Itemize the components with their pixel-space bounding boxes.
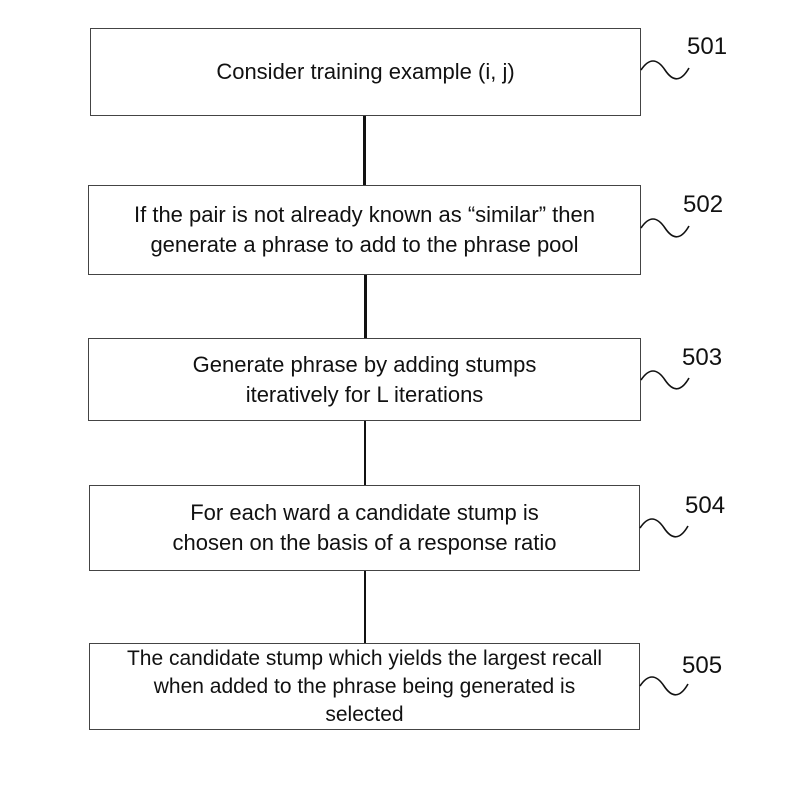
step-text-line: Generate phrase by adding stumps (192, 351, 537, 377)
step-text-line: generate a phrase to add to the phrase p… (150, 232, 579, 257)
step-text-501: Consider training example (i, j) (216, 57, 514, 87)
step-text-502: If the pair is not already known as “sim… (134, 200, 595, 260)
reference-leader-504 (639, 518, 689, 538)
connector-502-503 (364, 275, 367, 338)
reference-leader-502 (640, 218, 690, 238)
step-box-502: If the pair is not already known as “sim… (88, 185, 641, 275)
step-text-503: Generate phrase by adding stumps iterati… (193, 350, 537, 410)
step-text-line: selected (325, 702, 404, 726)
reference-leader-501 (640, 60, 690, 80)
step-text-line: For each ward a candidate stump is (190, 500, 539, 525)
step-text-504: For each ward a candidate stump is chose… (172, 498, 556, 558)
step-box-501: Consider training example (i, j) (90, 28, 641, 116)
step-box-505: The candidate stump which yields the lar… (89, 643, 640, 730)
reference-label-504: 504 (685, 492, 726, 519)
step-text-line: chosen on the basis of a response ratio (172, 530, 557, 555)
reference-label-502: 502 (683, 191, 724, 218)
connector-501-502 (363, 116, 366, 185)
step-text-line: iteratively for L iterations (245, 381, 484, 407)
step-box-503: Generate phrase by adding stumps iterati… (88, 338, 641, 421)
step-text-line: If the pair is not already known as “sim… (134, 202, 595, 227)
step-text-line: The candidate stump which yields the lar… (126, 646, 603, 670)
connector-504-505 (364, 571, 366, 643)
reference-label-501: 501 (687, 33, 728, 60)
step-text-505: The candidate stump which yields the lar… (127, 645, 602, 729)
reference-leader-505 (639, 676, 689, 696)
step-box-504: For each ward a candidate stump is chose… (89, 485, 640, 571)
reference-label-503: 503 (682, 344, 723, 371)
connector-503-504 (364, 421, 366, 485)
step-text-line: when added to the phrase being generated… (153, 674, 576, 698)
reference-leader-503 (640, 370, 690, 390)
reference-label-505: 505 (682, 652, 723, 679)
step-text-line: Consider training example (i, j) (216, 59, 515, 84)
